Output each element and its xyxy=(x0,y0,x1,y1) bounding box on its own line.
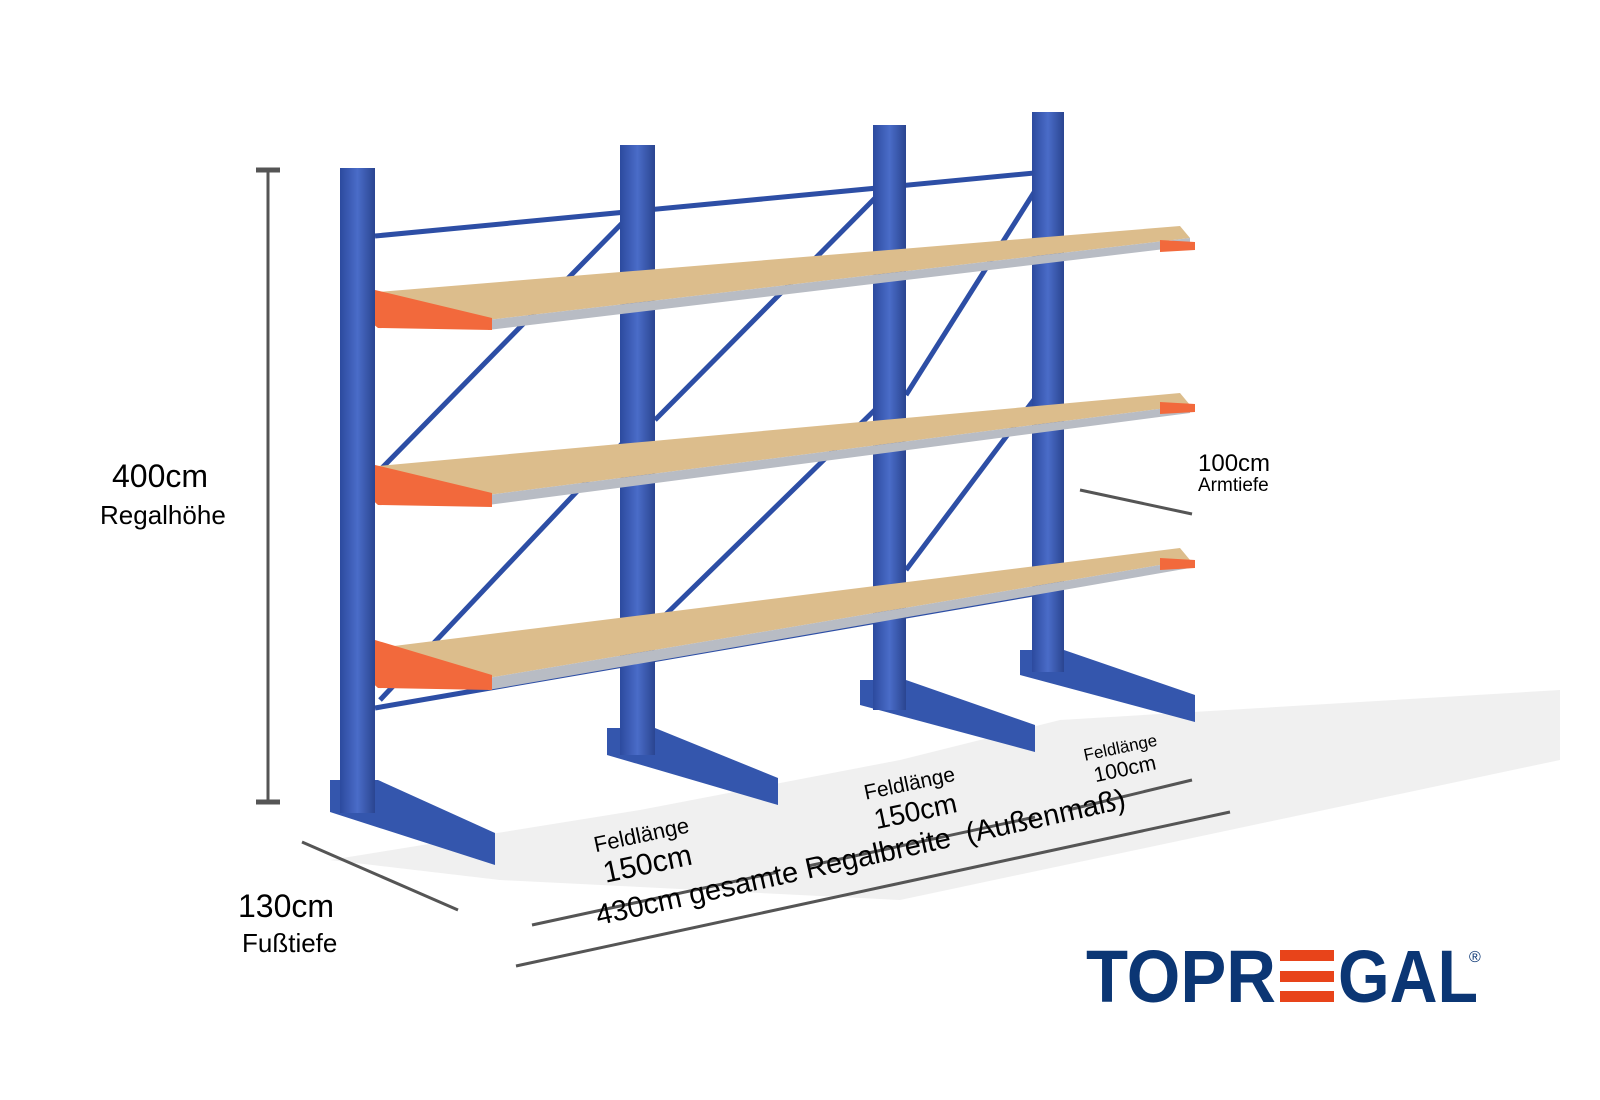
height-label: Regalhöhe xyxy=(100,500,226,530)
upright-1 xyxy=(330,168,495,865)
svg-text:GAL: GAL xyxy=(1338,940,1478,1010)
height-value: 400cm xyxy=(112,458,209,494)
arm-depth-value: 100cm xyxy=(1198,450,1271,477)
svg-text:TOPR: TOPR xyxy=(1086,940,1276,1010)
dimension-lines xyxy=(256,167,1231,968)
svg-text:®: ® xyxy=(1469,949,1481,966)
logo-mark: TOPR GAL ® xyxy=(1086,940,1481,1010)
foot-depth-value: 130cm xyxy=(238,888,335,924)
shelf-middle xyxy=(356,393,1195,507)
foot-depth-label: Fußtiefe xyxy=(242,928,338,958)
floor-shadow xyxy=(330,690,1560,900)
shelf-top xyxy=(356,226,1195,330)
arm-depth-label: Armtiefe xyxy=(1198,475,1269,496)
shelf-bottom xyxy=(356,548,1195,690)
